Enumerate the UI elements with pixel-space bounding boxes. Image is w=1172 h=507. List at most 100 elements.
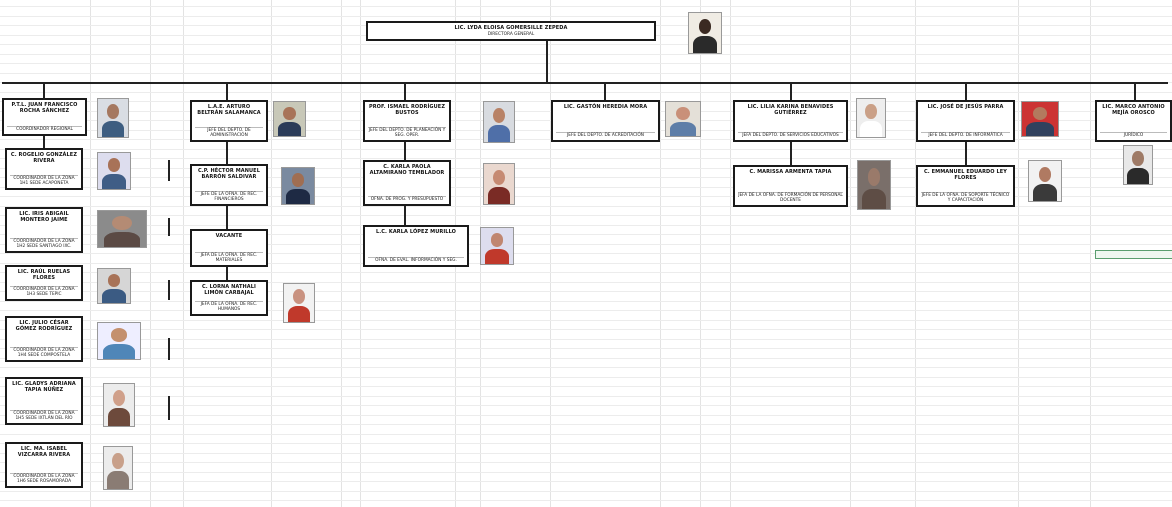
grid-row-line	[0, 92, 1172, 93]
grid-row-line	[0, 472, 1172, 473]
portrait-photo	[97, 152, 131, 190]
grid-row-line	[0, 73, 1172, 74]
staff-title: JEFE DE LA OFNA. DE SOPORTE TÉCNICO Y CA…	[921, 192, 1010, 203]
grid-row-line	[0, 158, 1172, 159]
dept-head-name: P.T.L. JUAN FRANCISCO ROCHA SÁNCHEZ	[11, 102, 78, 114]
staff-box[interactable]: L.C. KARLA LÓPEZ MURILLO OFNA. DE EVAL. …	[363, 225, 469, 267]
staff-box[interactable]: C.P. HÉCTOR MANUEL BARRÓN SALDIVAR JEFE …	[190, 164, 268, 206]
grid-row-line	[0, 415, 1172, 416]
connector-line	[790, 82, 792, 100]
staff-name: VACANTE	[215, 233, 243, 239]
dept-head-box[interactable]: LIC. JOSÉ DE JESÚS PARRA JEFE DEL DEPTO.…	[916, 100, 1015, 142]
portrait-photo	[97, 322, 141, 360]
connector-line	[790, 142, 792, 165]
portrait-photo	[97, 210, 147, 248]
portrait-photo	[1028, 160, 1062, 202]
staff-box[interactable]: LIC. IRIS ABIGAIL MONTERO JAIME COORDINA…	[5, 207, 83, 253]
portrait-photo	[97, 98, 129, 138]
grid-row-line	[0, 234, 1172, 235]
grid-row-line	[0, 44, 1172, 45]
portrait-photo	[688, 12, 722, 54]
grid-row-line	[0, 386, 1172, 387]
dept-head-box[interactable]: LIC. MARCO ANTONIO MEJÍA OROSCO JURÍDICO	[1095, 100, 1172, 142]
grid-row-line	[0, 500, 1172, 501]
grid-row-line	[0, 405, 1172, 406]
portrait-photo	[665, 101, 701, 137]
portrait-photo	[103, 383, 135, 427]
grid-row-line	[0, 272, 1172, 273]
staff-box[interactable]: C. EMMANUEL EDUARDO LEY FLORES JEFE DE L…	[916, 165, 1015, 207]
portrait-photo	[273, 101, 306, 137]
staff-box[interactable]: C. LORNA NATHALI LIMÓN CARBAJAL JEFA DE …	[190, 280, 268, 316]
staff-box[interactable]: LIC. MA. ISABEL VIZCARRA RIVERA COORDINA…	[5, 442, 83, 488]
selected-cell[interactable]	[1095, 250, 1172, 259]
dept-head-title: JEFE DEL DEPTO. DE ACREDITACIÓN	[556, 132, 655, 138]
portrait-photo	[97, 268, 131, 304]
connector-line	[168, 280, 170, 300]
staff-title: JEFA DE LA OFNA. DE REC. MATERIALES	[195, 252, 263, 263]
staff-name: C.P. HÉCTOR MANUEL BARRÓN SALDIVAR	[198, 168, 260, 180]
connector-line	[43, 136, 45, 148]
staff-name: C. LORNA NATHALI LIMÓN CARBAJAL	[202, 284, 256, 296]
grid-row-line	[0, 491, 1172, 492]
grid-row-line	[0, 424, 1172, 425]
portrait-photo	[857, 160, 891, 210]
portrait-photo	[483, 101, 515, 143]
dept-head-name: LIC. MARCO ANTONIO MEJÍA OROSCO	[1102, 104, 1165, 116]
dept-head-title: JEFE DEL DEPTO. DE INFORMÁTICA	[921, 132, 1010, 138]
grid-row-line	[0, 358, 1172, 359]
grid-row-line	[0, 339, 1172, 340]
grid-row-line	[0, 187, 1172, 188]
portrait-photo	[483, 163, 515, 205]
staff-name: C. MARISSA ARMENTA TAPIA	[749, 169, 832, 175]
portrait-photo	[1021, 101, 1059, 137]
grid-row-line	[0, 253, 1172, 254]
dept-head-box[interactable]: L.A.E. ARTURO BELTRÁN SALAMANCA JEFE DEL…	[190, 100, 268, 142]
connector-line	[168, 160, 170, 181]
connector-line	[404, 82, 406, 100]
staff-box[interactable]: VACANTE JEFA DE LA OFNA. DE REC. MATERIA…	[190, 229, 268, 267]
staff-box[interactable]: LIC. RAÚL RUELAS FLORES COORDINADOR DE L…	[5, 265, 83, 301]
dept-head-box[interactable]: LIC. GASTÓN HEREDIA MORA JEFE DEL DEPTO.…	[551, 100, 660, 142]
dept-head-box[interactable]: P.T.L. JUAN FRANCISCO ROCHA SÁNCHEZ COOR…	[2, 98, 87, 136]
staff-box[interactable]: C. MARISSA ARMENTA TAPIA JEFA DE LA OFNA…	[733, 165, 848, 207]
dept-head-name: PROF. ISMAEL RODRÍGUEZ BUSTOS	[368, 104, 446, 116]
staff-box[interactable]: LIC. JULIO CÉSAR GÓMEZ RODRÍGUEZ COORDIN…	[5, 316, 83, 362]
portrait-photo	[480, 227, 514, 265]
connector-line	[168, 396, 170, 420]
grid-row-line	[0, 301, 1172, 302]
staff-name: C. ROGELIO GONZÁLEZ RIVERA	[10, 152, 78, 164]
grid-row-line	[0, 168, 1172, 169]
portrait-photo	[856, 98, 886, 138]
grid-row-line	[0, 206, 1172, 207]
grid-row-line	[0, 63, 1172, 64]
connector-line	[168, 218, 170, 236]
dept-head-title: JEFE DEL DEPTO. DE PLANEACIÓN Y SEG. OPE…	[368, 127, 446, 138]
connector-line	[226, 142, 228, 164]
connector-line	[546, 41, 548, 83]
staff-box[interactable]: C. KARLA PAOLA ALTAMIRANO TEMBLADOR OFNA…	[363, 160, 451, 206]
connector-line	[226, 206, 228, 229]
portrait-photo	[103, 446, 133, 490]
staff-box[interactable]: C. ROGELIO GONZÁLEZ RIVERA COORDINADOR D…	[5, 148, 83, 190]
grid-row-line	[0, 377, 1172, 378]
grid-row-line	[0, 149, 1172, 150]
grid-row-line	[0, 329, 1172, 330]
portrait-photo	[1123, 145, 1153, 185]
grid-row-line	[0, 282, 1172, 283]
connector-line	[226, 267, 228, 280]
grid-row-line	[0, 453, 1172, 454]
staff-title: OFNA. DE EVAL. INFORMACIÓN Y SEG.	[368, 257, 464, 263]
grid-row-line	[0, 215, 1172, 216]
grid-row-line	[0, 244, 1172, 245]
staff-name: LIC. IRIS ABIGAIL MONTERO JAIME	[19, 211, 69, 223]
dept-head-box[interactable]: PROF. ISMAEL RODRÍGUEZ BUSTOS JEFE DEL D…	[363, 100, 451, 142]
portrait-photo	[283, 283, 315, 323]
dept-head-box[interactable]: LIC. LILIA KARINA BENAVIDES GUTIÉRREZ JE…	[733, 100, 848, 142]
director-box[interactable]: LIC. LYDA ELOISA GOMERSILLE ZEPEDA DIREC…	[366, 21, 656, 41]
staff-title: COORDINADOR DE LA ZONA 1H3 SEDE TEPIC	[10, 286, 78, 297]
portrait-photo	[281, 167, 315, 205]
staff-title: COORDINADOR DE LA ZONA 1H5 SEDE IXTLÁN D…	[10, 410, 78, 421]
staff-box[interactable]: LIC. GLADYS ADRIANA TAPIA NÚÑEZ COORDINA…	[5, 377, 83, 425]
grid-row-line	[0, 291, 1172, 292]
